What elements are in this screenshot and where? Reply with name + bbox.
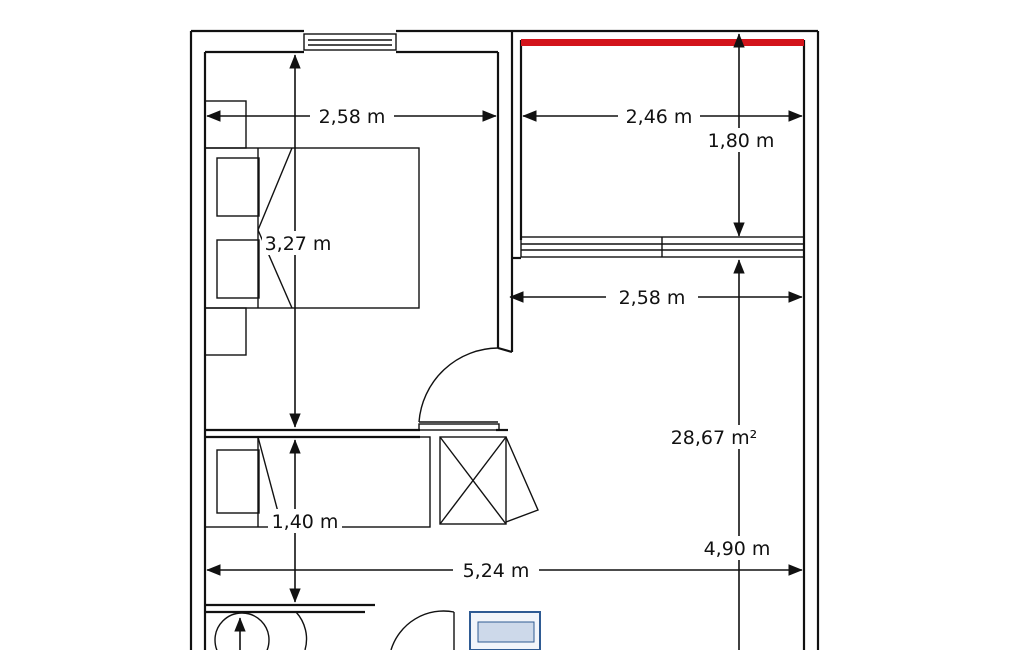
living-length-label: 4,90 m (704, 538, 771, 560)
closet-depth-label: 1,40 m (272, 511, 339, 533)
closet-unit (439, 436, 539, 525)
bed (204, 147, 420, 309)
bedroom-length-label: 3,27 m (265, 233, 332, 255)
living-area-label: 28,67 m² (671, 427, 758, 449)
nightstands (204, 100, 247, 356)
balcony-railing (521, 39, 804, 46)
balcony-glass-door (520, 236, 805, 258)
living-width-label: 2,58 m (619, 287, 686, 309)
bathroom (214, 610, 541, 650)
balcony-depth-label: 1,80 m (708, 130, 775, 152)
bedroom-width-label: 2,58 m (319, 106, 386, 128)
bedroom-window (303, 33, 397, 51)
bedroom-door (418, 347, 500, 431)
balcony-width-label: 2,46 m (626, 106, 693, 128)
hall-width-label: 5,24 m (463, 560, 530, 582)
